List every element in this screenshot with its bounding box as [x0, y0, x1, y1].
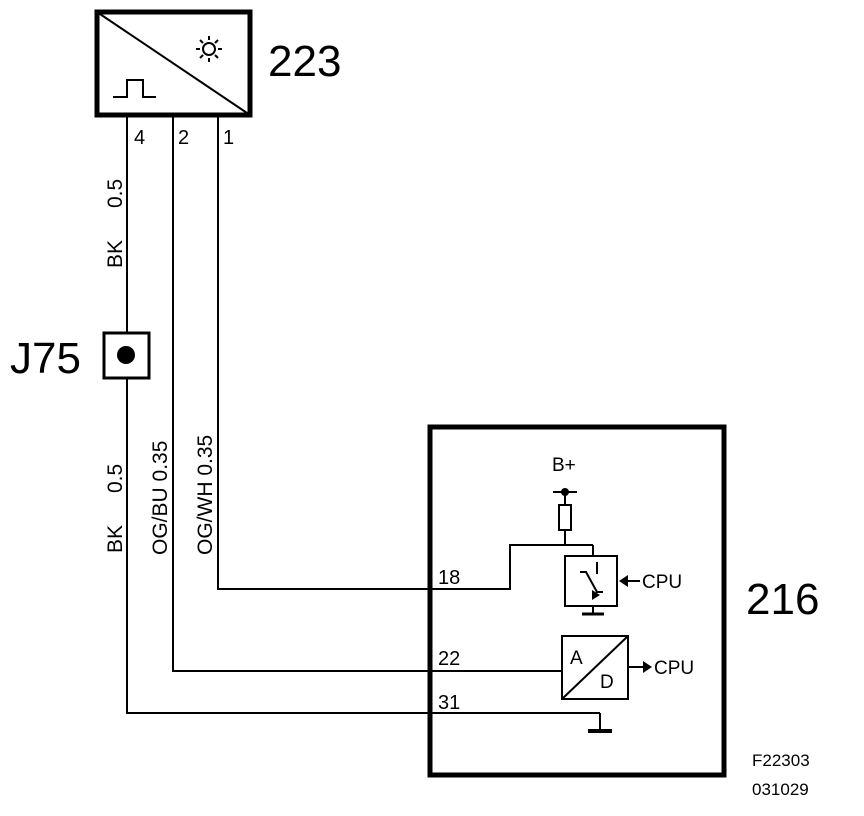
module-pin-22: 22 — [438, 648, 460, 670]
sensor-id-label: 223 — [268, 37, 341, 86]
adc-a-label: A — [570, 648, 583, 669]
sensor-223 — [94, 9, 253, 118]
arrow-right-icon — [643, 661, 652, 673]
adc-converter — [430, 635, 652, 700]
adc-d-label: D — [600, 672, 614, 693]
wire-bk-upper-size: 0.5 — [104, 179, 127, 208]
date-code: 031029 — [752, 780, 809, 799]
arrow-left-icon — [619, 575, 628, 587]
sensor-diagonal — [96, 11, 251, 116]
module-id-label: 216 — [746, 575, 819, 624]
sun-icon — [196, 36, 222, 62]
wire-bk-lower-color: BK — [104, 525, 127, 553]
wire-og-bu — [172, 115, 430, 672]
connector-id-label: J75 — [10, 334, 81, 383]
wire-og-bu-label: OG/BU 0.35 — [149, 441, 172, 555]
transistor-switch — [564, 555, 618, 607]
module-216-box — [427, 424, 727, 778]
sensor-pin-4: 4 — [134, 127, 145, 149]
wires — [126, 115, 430, 714]
wire-bk-upper-color: BK — [104, 240, 127, 268]
wire-og-wh-label: OG/WH 0.35 — [194, 435, 217, 555]
switch-icon — [580, 571, 603, 593]
wire-bk-lower-size: 0.5 — [104, 464, 127, 493]
module-pin-18: 18 — [438, 567, 460, 589]
figure-code: F22303 — [752, 751, 810, 770]
sensor-pin-2: 2 — [178, 127, 189, 149]
supply-label: B+ — [552, 455, 576, 476]
sensor-pin-1: 1 — [223, 127, 234, 149]
module-pin-31: 31 — [438, 692, 460, 714]
cpu-input-label: CPU — [642, 572, 682, 593]
wire-bk-lower — [126, 378, 430, 714]
wire-og-wh — [217, 115, 430, 590]
cpu-output-label: CPU — [654, 658, 694, 679]
connector-j75 — [102, 331, 151, 380]
ground-31 — [430, 712, 612, 733]
pin18-circuit — [430, 488, 640, 616]
pulse-signal-icon — [113, 79, 156, 98]
pullup-resistor — [558, 504, 572, 531]
